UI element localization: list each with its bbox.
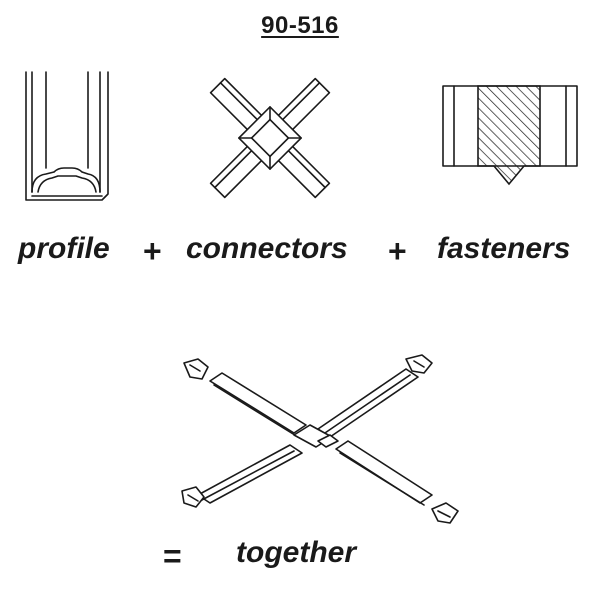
fastener-icon [442, 85, 578, 186]
component-label-connectors: connectors [186, 232, 348, 265]
component-label-fasteners: fasteners [437, 232, 571, 265]
profile-cross-section-icon [25, 71, 109, 201]
equals-operator: = [163, 538, 182, 574]
part-number-title: 90-516 [261, 12, 339, 39]
cross-connector-icon [209, 77, 331, 199]
plus-operator: + [143, 233, 162, 269]
component-label-profile: profile [18, 232, 110, 265]
plus-operator: + [388, 233, 407, 269]
assembled-cross-icon [181, 354, 459, 524]
result-label-together: together [236, 536, 356, 569]
